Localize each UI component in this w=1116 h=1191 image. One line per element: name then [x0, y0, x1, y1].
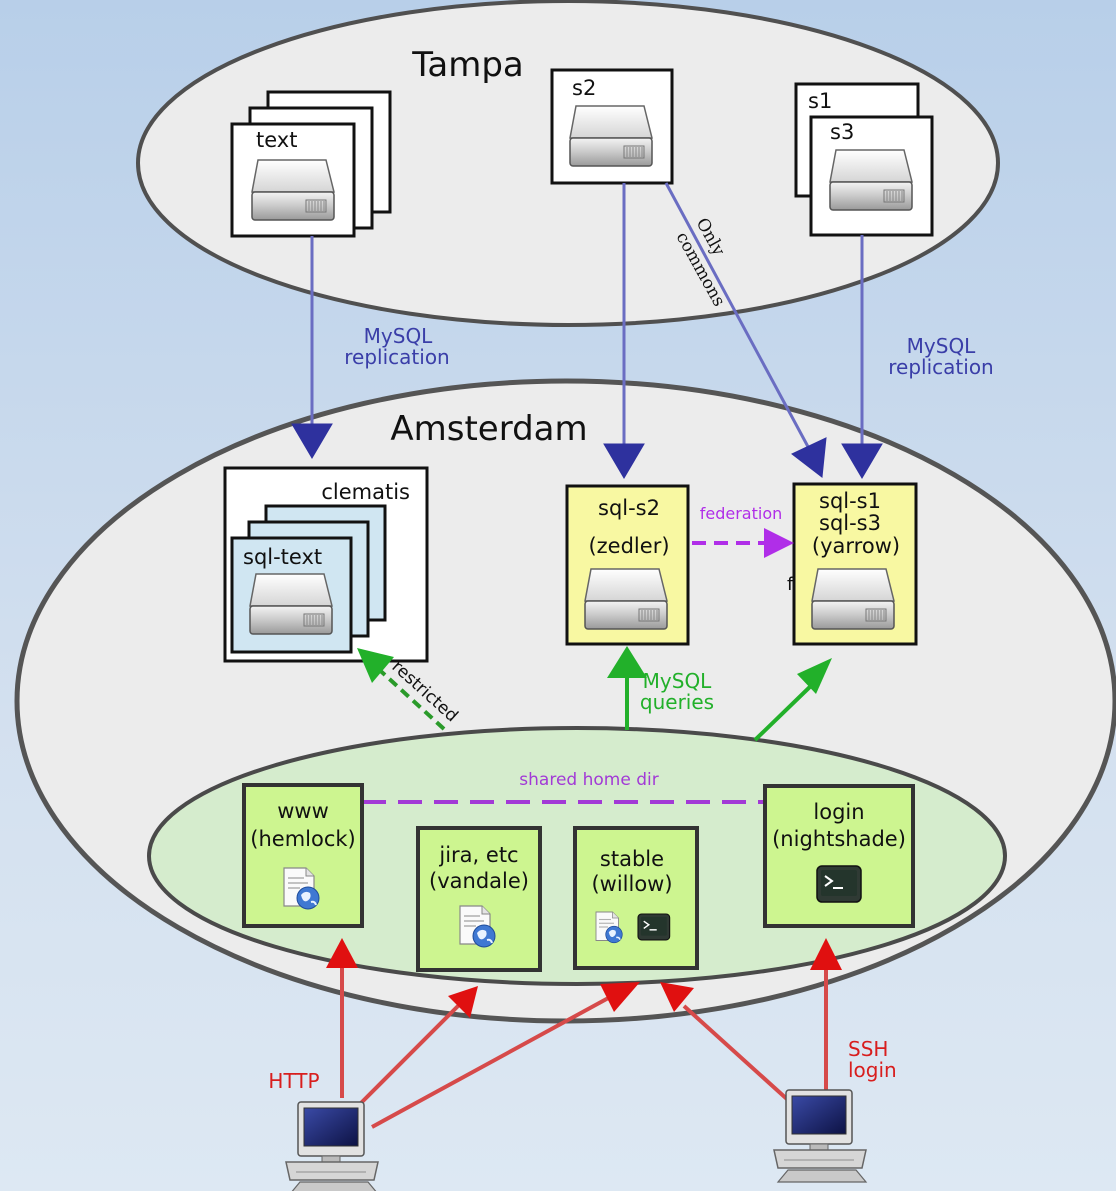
host-login: login (nightshade) — [763, 784, 915, 928]
label-mysql-queries-2: queries — [640, 690, 714, 714]
hard-drive-icon — [569, 105, 653, 167]
terminal-icon — [637, 913, 671, 941]
host-label-nightshade: (nightshade) — [772, 827, 906, 851]
server-label-s3: s3 — [830, 120, 854, 144]
tampa-server-s2: s2 — [550, 68, 674, 185]
label-http: HTTP — [268, 1069, 319, 1093]
federation-edge — [692, 528, 794, 558]
host-label-willow: (willow) — [591, 872, 672, 896]
host-label-vandale: (vandale) — [429, 869, 529, 893]
hard-drive-icon — [251, 159, 335, 221]
server-sql-s2: sql-s2 (zedler) — [565, 484, 690, 646]
hard-drive-icon — [584, 568, 668, 630]
label-federation: federation — [700, 504, 783, 523]
tampa-server-text: text — [230, 90, 392, 238]
terminal-icon — [816, 865, 862, 903]
label-ssh: SSH — [848, 1037, 888, 1061]
label-mysql-replication-right-1: MySQL — [907, 334, 977, 358]
server-label-sql-s3: sql-s3 — [819, 511, 881, 535]
hard-drive-icon — [829, 149, 913, 211]
host-label-jira: jira, etc — [438, 843, 518, 867]
amsterdam-label: Amsterdam — [390, 409, 587, 449]
replication-edges — [291, 182, 883, 479]
server-label-sql-text: sql-text — [243, 545, 322, 569]
host-label-www: www — [277, 799, 329, 823]
query-edges — [357, 646, 832, 742]
server-label-yarrow: (yarrow) — [812, 534, 900, 558]
stray-glyph: f — [787, 574, 794, 595]
host-label-login: login — [813, 800, 864, 824]
server-clematis: clematis sql-text — [223, 466, 429, 663]
server-label-text: text — [256, 128, 297, 152]
hard-drive-icon — [249, 573, 333, 635]
tampa-server-s1-s3: s1 s3 — [794, 82, 934, 237]
hard-drive-icon — [811, 568, 895, 630]
host-stable: stable (willow) — [573, 826, 699, 970]
label-ssh-login: login — [848, 1058, 897, 1082]
label-mysql-replication-right-2: replication — [888, 355, 993, 379]
host-label-stable: stable — [600, 847, 664, 871]
server-label-s1: s1 — [808, 89, 832, 113]
label-mysql-queries-1: MySQL — [643, 669, 713, 693]
host-jira: jira, etc (vandale) — [416, 826, 542, 972]
server-label-clematis: clematis — [321, 480, 410, 504]
server-label-zedler: (zedler) — [588, 534, 669, 558]
server-label-s2: s2 — [572, 76, 596, 100]
label-shared-home-dir: shared home dir — [519, 770, 658, 790]
client-edges — [326, 938, 842, 1129]
label-mysql-replication-left-1: MySQL — [364, 324, 434, 348]
host-label-hemlock: (hemlock) — [250, 827, 355, 851]
desktop-computer-icon — [773, 1089, 867, 1183]
label-mysql-replication-left-2: replication — [344, 345, 449, 369]
tampa-label: Tampa — [411, 45, 524, 85]
server-yarrow: sql-s1 sql-s3 (yarrow) f — [787, 482, 918, 646]
desktop-computer-icon — [285, 1101, 379, 1191]
server-label-sql-s1: sql-s1 — [819, 489, 881, 513]
server-label-sql-s2: sql-s2 — [598, 496, 660, 520]
host-www: www (hemlock) — [242, 783, 364, 928]
